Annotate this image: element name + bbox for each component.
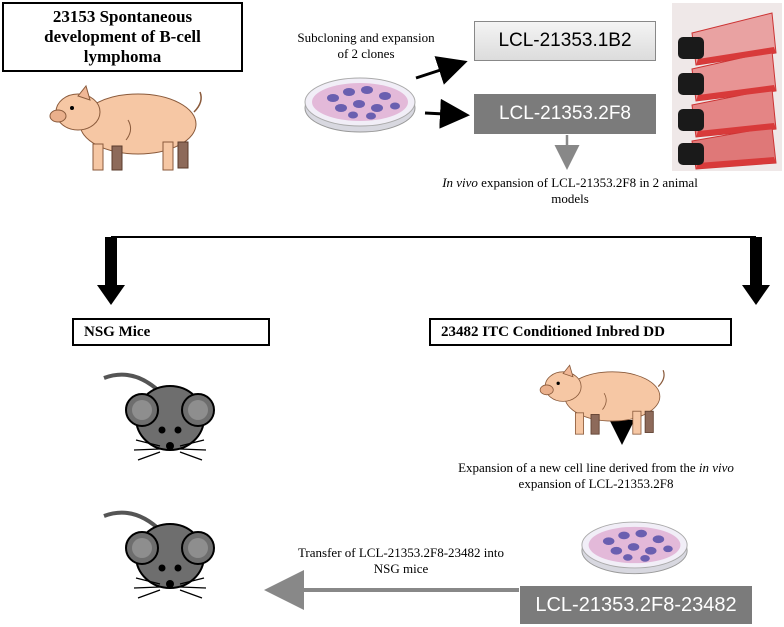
petri-dish-icon [304, 77, 416, 133]
inbred-dd-title-box: 23482 ITC Conditioned Inbred DD [429, 318, 732, 346]
derived-line-box: LCL-21353.2F8-23482 [520, 586, 752, 624]
culture-flask-stack [672, 3, 782, 171]
clone-2f8-label: LCL-21353.2F8 [498, 103, 632, 124]
arrow-dish-to-1b2 [415, 56, 468, 85]
invivo-caption-rest: expansion of LCL-21353.2F8 in 2 animal m… [477, 175, 698, 206]
pig-icon [539, 364, 665, 435]
split-right-head [742, 285, 770, 305]
split-right-stem [750, 237, 762, 287]
pig-icon [49, 84, 202, 171]
clone-1b2-box: LCL-21353.1B2 [474, 21, 656, 61]
clone-1b2-label: LCL-21353.1B2 [498, 30, 632, 51]
petri-dish-icon [581, 521, 688, 575]
arrow-dish-to-2f8 [424, 98, 470, 129]
new-line-caption-italic: in vivo [698, 460, 734, 475]
transfer-caption: Transfer of LCL-21353.2F8-23482 into NSG… [297, 545, 505, 576]
subcloning-caption: Subcloning and expansion of 2 clones [297, 30, 435, 61]
split-left-head [97, 285, 125, 305]
invivo-caption: In vivo expansion of LCL-21353.2F8 in 2 … [440, 175, 700, 207]
mouse-icon [103, 372, 215, 461]
new-line-caption-part1: Expansion of a new cell line derived fro… [458, 460, 699, 475]
mouse-icon [103, 510, 215, 599]
nsg-mice-title-box: NSG Mice [72, 318, 270, 346]
nsg-mice-title: NSG Mice [84, 323, 151, 340]
clone-2f8-box: LCL-21353.2F8 [474, 94, 656, 134]
origin-title-box: 23153 Spontaneous development of B-cell … [2, 2, 243, 72]
new-line-caption-part2: expansion of LCL-21353.2F8 [518, 476, 674, 491]
invivo-caption-italic: In vivo [442, 175, 478, 190]
origin-title: 23153 Spontaneous development of B-cell … [44, 7, 201, 66]
new-line-caption: Expansion of a new cell line derived fro… [456, 460, 736, 492]
derived-line-label: LCL-21353.2F8-23482 [535, 593, 737, 616]
inbred-dd-title: 23482 ITC Conditioned Inbred DD [441, 323, 665, 340]
split-left-stem [105, 237, 117, 287]
